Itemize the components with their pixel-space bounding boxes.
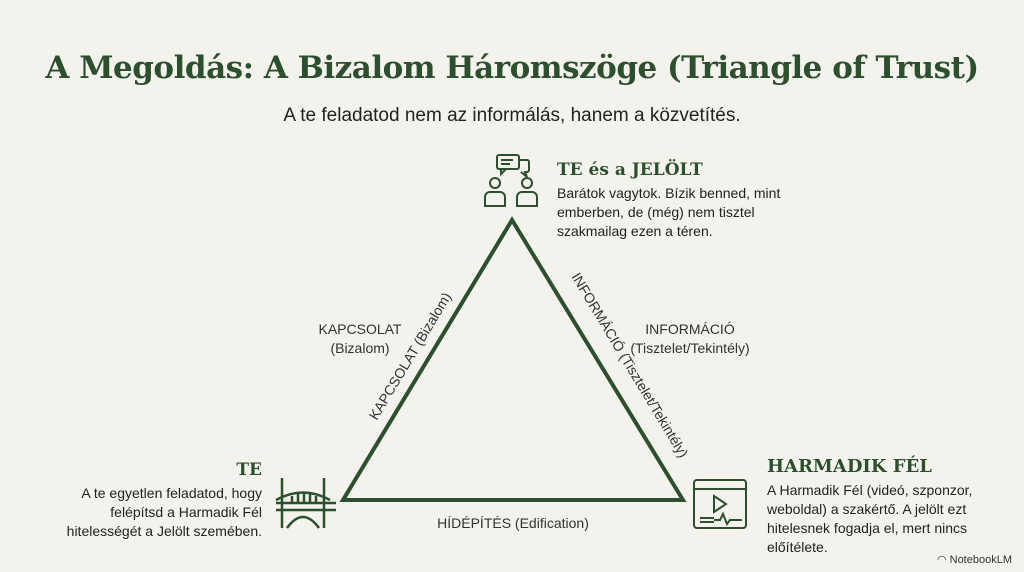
node-right-line: előítélete. xyxy=(767,539,828,555)
bottom-edge-label: HÍDÉPÍTÉS (Edification) xyxy=(437,515,589,531)
node-left-line: felépítsd a Harmadik Fél xyxy=(110,504,262,520)
left-edge-side-label: KAPCSOLAT (Bizalom) xyxy=(300,320,420,358)
right-edge-side-line: INFORMÁCIÓ xyxy=(645,321,735,337)
node-left-line: A te egyetlen feladatod, hogy xyxy=(81,485,262,501)
node-top: TE és a JELÖLT Barátok vagytok. Bízik be… xyxy=(557,160,780,241)
node-top-title: TE és a JELÖLT xyxy=(557,160,703,180)
node-right-line: A Harmadik Fél (videó, szponzor, xyxy=(767,482,973,498)
page-title: A Megoldás: A Bizalom Háromszöge (Triang… xyxy=(45,50,979,86)
left-edge-side-line: KAPCSOLAT xyxy=(318,321,402,337)
node-left: TE A te egyetlen feladatod, hogy felépít… xyxy=(67,460,262,541)
node-top-line: emberben, de (még) nem tisztel xyxy=(557,204,755,220)
bridge-icon xyxy=(275,478,336,529)
node-right-line: weboldal) a szakértő. A jelölt ezt xyxy=(767,501,967,517)
node-top-line: Barátok vagytok. Bízik benned, mint xyxy=(557,185,781,201)
notebooklm-logo-icon: ◠ xyxy=(936,554,950,566)
trust-triangle xyxy=(339,216,687,502)
branding-text: NotebookLM xyxy=(949,554,1012,566)
notebooklm-branding: ◠ NotebookLM xyxy=(937,553,1012,566)
subtitle: A te feladatod nem az informálás, hanem … xyxy=(283,105,741,126)
right-edge-side-label: INFORMÁCIÓ (Tisztelet/Tekintély) xyxy=(605,320,775,358)
node-top-line: szakmailag ezen a téren. xyxy=(557,223,713,239)
right-edge-side-line: (Tisztelet/Tekintély) xyxy=(630,340,750,356)
node-left-line: hitelességét a Jelölt szemében. xyxy=(66,523,262,539)
node-left-title: TE xyxy=(236,460,262,480)
people-chat-icon xyxy=(484,154,538,207)
video-player-icon xyxy=(693,479,747,529)
node-right-title: HARMADIK FÉL xyxy=(767,456,932,477)
node-right-line: hitelesnek fogadja el, mert nincs xyxy=(767,520,967,536)
node-right: HARMADIK FÉL A Harmadik Fél (videó, szpo… xyxy=(767,456,972,557)
left-edge-side-line: (Bizalom) xyxy=(330,340,390,356)
